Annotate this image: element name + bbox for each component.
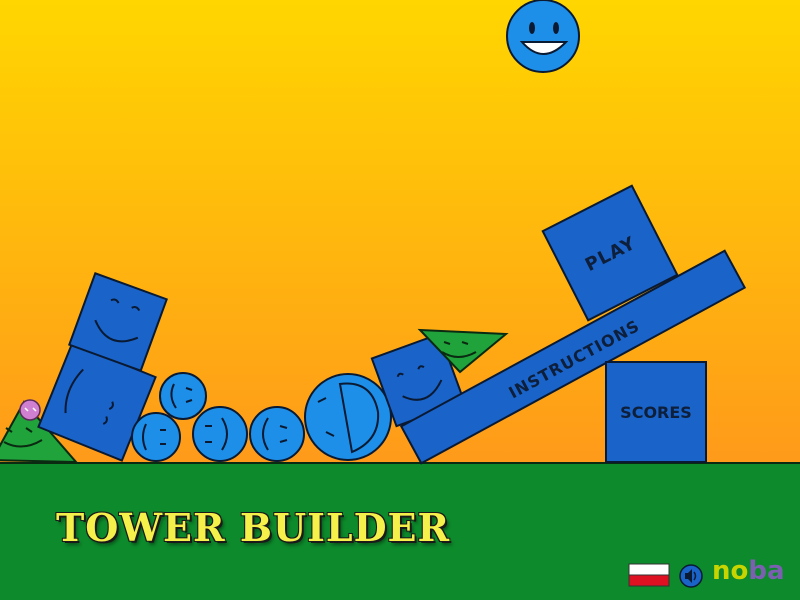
poland-flag-icon[interactable]	[628, 563, 670, 587]
play-button[interactable]: PLAY	[541, 184, 679, 322]
green-triangle-ramp	[417, 328, 509, 374]
blue-block-big	[37, 342, 157, 462]
scores-button[interactable]: SCORES	[605, 361, 707, 463]
smiley-ball-small-1	[131, 412, 181, 462]
noba-logo[interactable]: noba	[712, 556, 785, 586]
logo-part-2: ba	[748, 556, 785, 586]
game-title: TOWER BUILDER	[56, 505, 451, 550]
scores-label: SCORES	[620, 403, 692, 422]
blue-block-upper	[68, 272, 168, 372]
pink-ball	[19, 399, 41, 421]
smiley-ball-small-4	[249, 406, 305, 462]
smiley-ball-big	[304, 373, 392, 461]
smiley-ball-small-3	[192, 406, 248, 462]
green-triangle-left	[0, 400, 79, 464]
speaker-icon[interactable]	[679, 564, 703, 588]
logo-part-1: no	[712, 556, 749, 586]
smiley-ball-top	[506, 0, 580, 73]
smiley-ball-small-2	[159, 372, 207, 420]
